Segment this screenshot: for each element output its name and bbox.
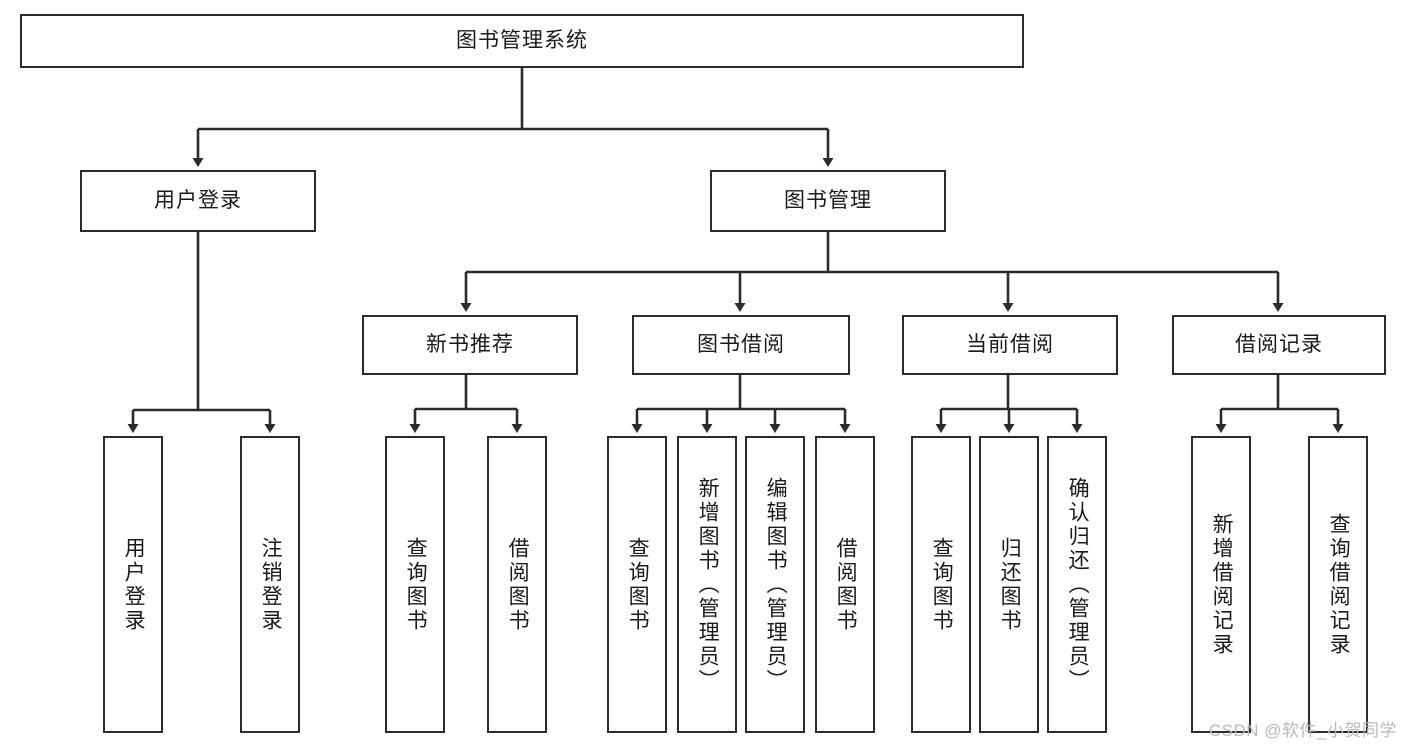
node-current-borrow[interactable]: 当前借阅: [902, 315, 1118, 375]
leaf-label: 借阅图书: [506, 536, 530, 633]
leaf-label: 借阅图书: [834, 536, 858, 633]
leaf-book-borrow-borrow[interactable]: 借阅图书: [815, 436, 875, 733]
leaf-current-borrow-return[interactable]: 归还图书: [979, 436, 1039, 733]
leaf-book-borrow-edit[interactable]: 编辑图书（管理员）: [745, 436, 805, 733]
leaf-label: 编辑图书（管理员）: [764, 476, 788, 693]
leaf-user-login-logout[interactable]: 注销登录: [240, 436, 300, 733]
node-book-management[interactable]: 图书管理: [710, 170, 946, 232]
leaf-current-borrow-query[interactable]: 查询图书: [911, 436, 971, 733]
node-root-label: 图书管理系统: [456, 29, 588, 53]
leaf-borrow-record-query[interactable]: 查询借阅记录: [1308, 436, 1368, 733]
leaf-label: 注销登录: [259, 536, 283, 633]
leaf-user-login-login[interactable]: 用户登录: [103, 436, 163, 733]
leaf-book-borrow-query[interactable]: 查询图书: [607, 436, 667, 733]
watermark: CSDN @软件_小贺同学: [1208, 721, 1397, 740]
node-new-book-recommend-label: 新书推荐: [426, 333, 514, 357]
leaf-new-book-query[interactable]: 查询图书: [385, 436, 445, 733]
node-borrow-record-label: 借阅记录: [1235, 333, 1323, 357]
leaf-label: 新增借阅记录: [1210, 512, 1234, 657]
node-book-borrow[interactable]: 图书借阅: [632, 315, 850, 375]
leaf-book-borrow-add[interactable]: 新增图书（管理员）: [677, 436, 737, 733]
leaf-label: 查询图书: [626, 536, 650, 633]
node-current-borrow-label: 当前借阅: [966, 333, 1054, 357]
leaf-borrow-record-add[interactable]: 新增借阅记录: [1191, 436, 1251, 733]
leaf-new-book-borrow[interactable]: 借阅图书: [487, 436, 547, 733]
leaf-current-borrow-confirm-return[interactable]: 确认归还（管理员）: [1047, 436, 1107, 733]
node-borrow-record[interactable]: 借阅记录: [1172, 315, 1386, 375]
leaf-label: 用户登录: [122, 536, 146, 633]
leaf-label: 新增图书（管理员）: [696, 476, 720, 693]
node-book-borrow-label: 图书借阅: [697, 333, 785, 357]
node-root[interactable]: 图书管理系统: [20, 14, 1024, 68]
node-book-management-label: 图书管理: [784, 189, 872, 213]
leaf-label: 查询借阅记录: [1327, 512, 1351, 657]
node-new-book-recommend[interactable]: 新书推荐: [362, 315, 578, 375]
leaf-label: 确认归还（管理员）: [1066, 476, 1090, 693]
node-user-login[interactable]: 用户登录: [80, 170, 316, 232]
leaf-label: 归还图书: [998, 536, 1022, 633]
node-user-login-label: 用户登录: [154, 189, 242, 213]
leaf-label: 查询图书: [404, 536, 428, 633]
leaf-label: 查询图书: [930, 536, 954, 633]
